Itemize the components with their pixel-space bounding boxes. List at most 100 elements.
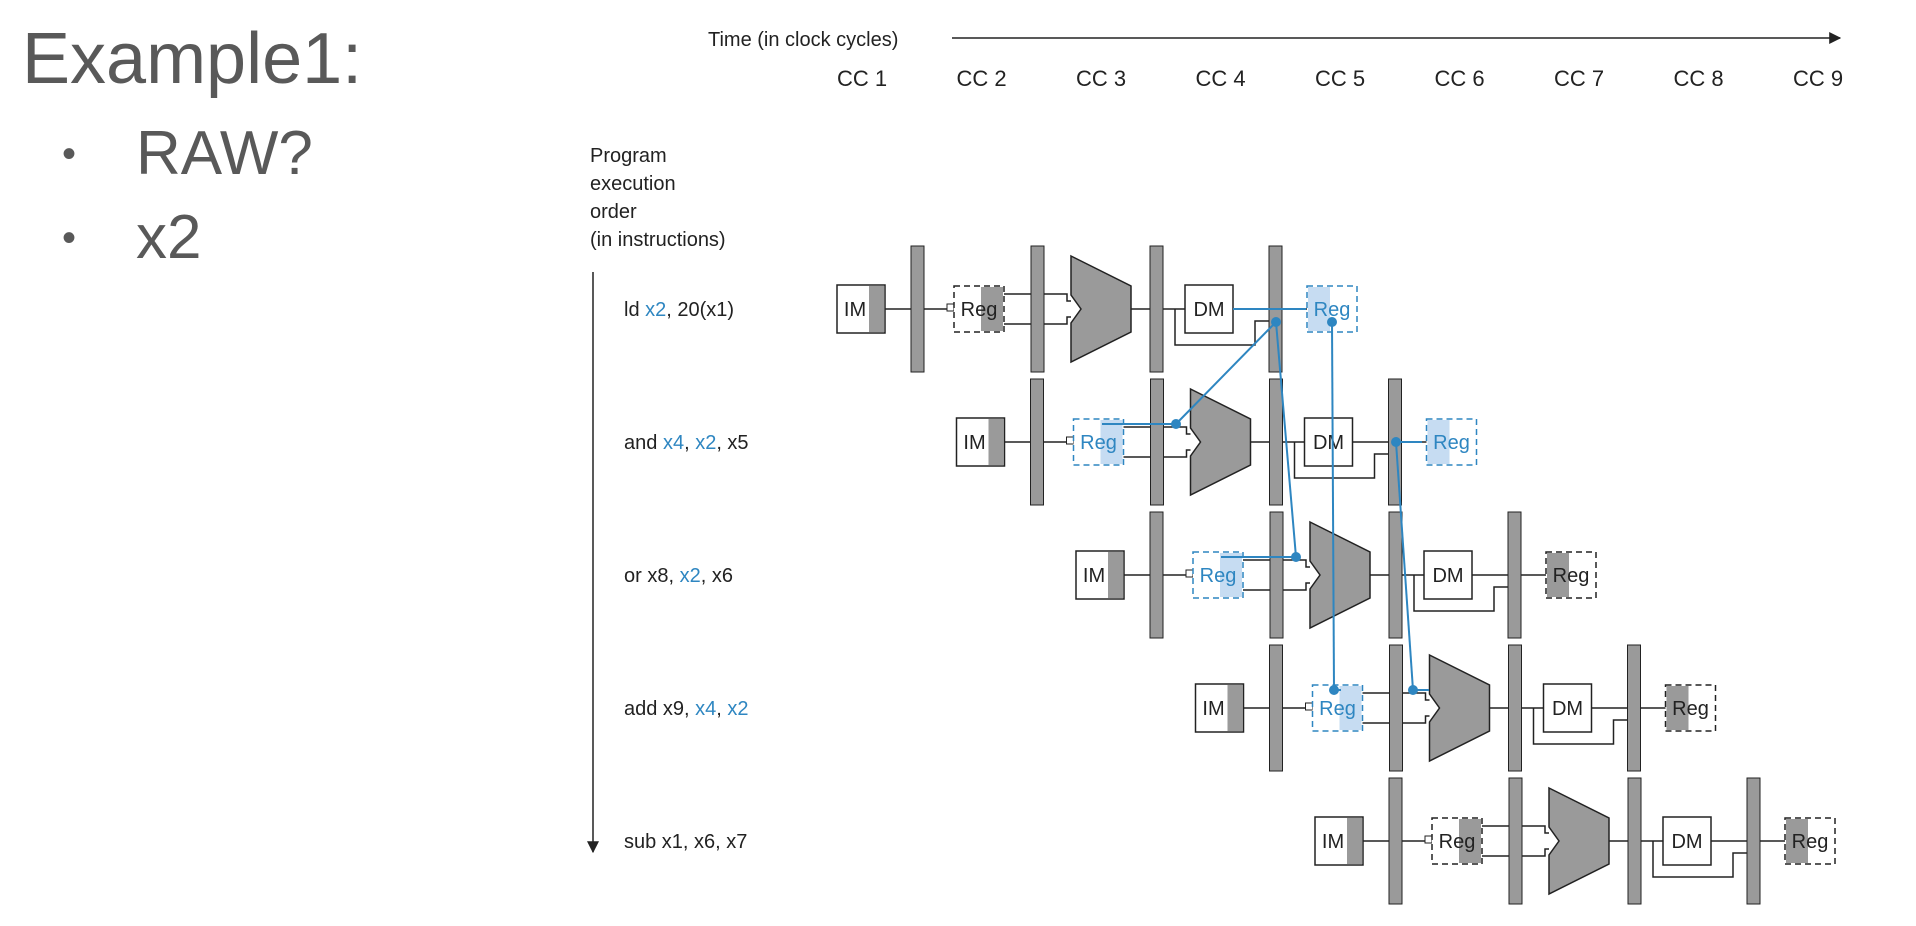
register-file-label: Reg (1314, 299, 1351, 321)
data-memory-label: DM (1432, 565, 1463, 587)
datapath-wire (1174, 309, 1269, 346)
register-file-label: Reg (1080, 432, 1117, 454)
instruction-label: or x8, x2, x6 (624, 565, 733, 587)
register-highlight: x2 (695, 432, 716, 454)
slide-title: Example1: (22, 19, 363, 99)
pipeline-register (1627, 644, 1641, 772)
instruction-text: add x9, (624, 698, 695, 720)
instruction-memory-label: IM (1322, 831, 1344, 853)
register-file-read-shade (1100, 420, 1123, 464)
register-file-write-shade (1427, 420, 1450, 464)
instruction-text: sub x1, x6, x7 (624, 831, 747, 853)
instruction-text: , 20(x1) (666, 299, 734, 321)
datapath-wire (1402, 715, 1430, 724)
order-label-line: execution (590, 173, 676, 195)
instruction-label: sub x1, x6, x7 (624, 831, 747, 853)
instruction-memory-label: IM (1083, 565, 1105, 587)
instruction-label: add x9, x4, x2 (624, 698, 749, 720)
instruction-memory-shade (1347, 818, 1362, 864)
forwarding-path (1275, 321, 1297, 558)
datapath-wire (1044, 316, 1071, 325)
cycle-label: CC 3 (1076, 66, 1126, 91)
cycle-label: CC 7 (1554, 66, 1604, 91)
register-file-read-shade (981, 287, 1003, 331)
instruction-text: ld (624, 299, 645, 321)
write-port (1424, 835, 1433, 844)
bullet-item: • RAW? (62, 112, 313, 196)
bullet-text: RAW? (136, 119, 313, 188)
register-highlight: x4 (695, 698, 716, 720)
datapath-wire (1044, 293, 1071, 302)
datapath-wire (1283, 582, 1310, 591)
pipeline-register (1030, 245, 1045, 373)
data-memory (1184, 284, 1234, 334)
data-memory-label: DM (1552, 698, 1583, 720)
register-file-label: Reg (1433, 432, 1470, 454)
pipeline-register (1149, 511, 1164, 639)
bullet-dot: • (62, 132, 77, 176)
bullet-list: • RAW? • x2 (62, 112, 313, 280)
instruction-memory-label: IM (844, 299, 866, 321)
pipeline-register (1269, 378, 1283, 506)
cycle-label: CC 4 (1195, 66, 1245, 91)
instruction-text: and (624, 432, 663, 454)
forwarding-path (1395, 441, 1414, 691)
data-memory-label: DM (1193, 299, 1224, 321)
datapath-wire (1522, 825, 1549, 834)
pipeline-register (1269, 511, 1284, 639)
instruction-memory-shade (1108, 552, 1123, 598)
cycle-label: CC 2 (956, 66, 1006, 91)
forwarding-node (1391, 437, 1401, 447)
cycle-label: CC 8 (1673, 66, 1723, 91)
alu (1070, 254, 1132, 364)
alu (1548, 786, 1610, 896)
order-label-line: order (590, 201, 637, 223)
instruction-memory-shade (988, 419, 1004, 465)
datapath-wire (1413, 575, 1508, 612)
register-file-label: Reg (1319, 698, 1356, 720)
pipeline-register (1149, 245, 1164, 373)
datapath-wire (1652, 841, 1747, 878)
data-memory (1423, 550, 1473, 600)
instruction-text: , (684, 432, 695, 454)
pipeline-register (1508, 644, 1522, 772)
register-file-label: Reg (1439, 831, 1476, 853)
cycle-label: CC 5 (1315, 66, 1365, 91)
datapath-wire (1532, 708, 1628, 745)
cycle-label: CC 1 (837, 66, 887, 91)
data-memory (1303, 417, 1354, 467)
register-file-label: Reg (1792, 831, 1829, 853)
cycle-label: CC 6 (1434, 66, 1484, 91)
instruction-text: , x6 (701, 565, 733, 587)
pipeline-register (1627, 777, 1642, 905)
alu (1309, 520, 1371, 630)
forwarding-paths (1102, 308, 1429, 695)
write-port (1185, 569, 1194, 578)
register-file-label: Reg (1553, 565, 1590, 587)
data-memory (1542, 683, 1593, 733)
instruction-text: , x5 (716, 432, 748, 454)
pipeline-register (1150, 378, 1164, 506)
pipeline-register (1269, 644, 1283, 772)
instruction-text: , (716, 698, 727, 720)
register-file-write-shade (1666, 686, 1689, 730)
forwarding-path (1331, 321, 1335, 691)
forwarding-node (1329, 685, 1339, 695)
register-highlight: x2 (645, 299, 666, 321)
instruction-row: ld x2, 20(x1) IM Reg DM Reg (624, 245, 1358, 373)
register-file-write-shade (1786, 819, 1808, 863)
register-highlight: x4 (663, 432, 684, 454)
datapath-wire (1522, 848, 1549, 857)
register-file-label: Reg (961, 299, 998, 321)
instruction-memory-shade (1227, 685, 1243, 731)
register-file-read-shade (1459, 819, 1481, 863)
bullet-text: x2 (136, 203, 202, 272)
register-file-read-shade (1339, 686, 1362, 730)
datapath-wire (1163, 449, 1191, 458)
pipeline-register (1746, 777, 1761, 905)
